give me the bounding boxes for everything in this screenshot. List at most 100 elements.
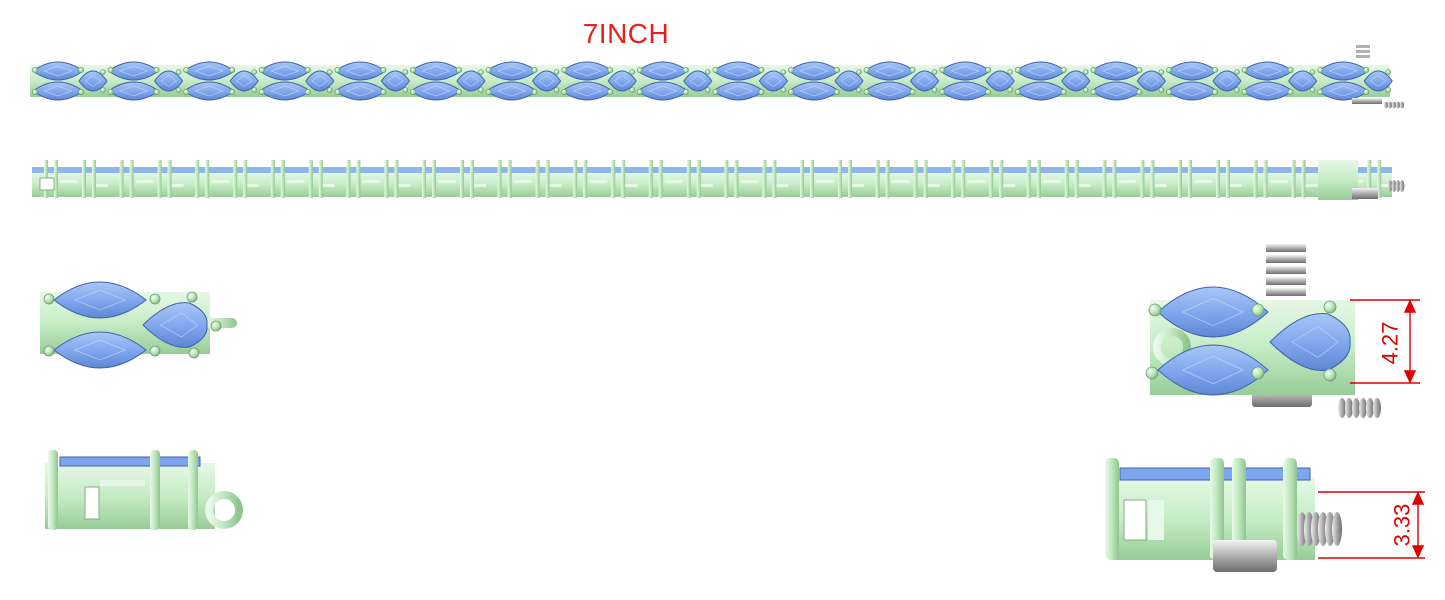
clasp-coil [1373, 398, 1381, 418]
link-side-view-detail [45, 450, 243, 530]
hinge-bar [171, 184, 184, 187]
clasp-coil [1332, 512, 1342, 546]
prong-bead [788, 89, 795, 96]
stone-facet [723, 85, 754, 97]
prong-bead [334, 67, 341, 74]
prong-post [422, 160, 426, 198]
prong-bead [455, 89, 462, 96]
prong-post [92, 160, 96, 198]
prong-post [1377, 160, 1382, 198]
prong-bead [1287, 67, 1294, 74]
prong-post [54, 160, 58, 198]
hinge-bar [1381, 184, 1394, 187]
prong-bead [1363, 67, 1370, 74]
prong-post [734, 160, 739, 198]
hinge-bar [740, 180, 759, 183]
prong-post [800, 160, 804, 198]
hinge-bar [438, 180, 456, 183]
prong-bead [149, 345, 161, 357]
prong-bead [1317, 67, 1324, 74]
clasp-part [1356, 55, 1370, 58]
prong-post [308, 160, 313, 198]
hinge-bar [1148, 500, 1164, 540]
prong-bead [1136, 89, 1143, 96]
prong-bead [183, 89, 190, 96]
marquise-stone [1287, 70, 1318, 92]
prong-post [1105, 458, 1119, 560]
clasp-coil [1304, 512, 1314, 546]
clasp-coil [1352, 398, 1360, 418]
stone-facet [84, 75, 102, 87]
prong-bead [863, 67, 870, 74]
prong-bead [531, 89, 538, 96]
clasp-coil [1325, 512, 1335, 546]
prong-bead [629, 87, 635, 93]
prong-post [507, 160, 512, 198]
stone-facet [421, 85, 451, 97]
prong-bead [1309, 69, 1316, 75]
prong-bead [304, 89, 311, 96]
prong-bead [712, 67, 719, 74]
prong-bead [258, 89, 265, 96]
prong-bead [985, 89, 992, 96]
clasp-coil [1311, 512, 1321, 546]
marquise-stone [229, 70, 259, 92]
prong-bead [758, 67, 765, 74]
stone-facet [874, 65, 905, 77]
stone-facet [43, 65, 73, 77]
prong-bead [380, 89, 387, 96]
prong-post [648, 160, 653, 198]
prong-bead [909, 67, 916, 74]
prong-post [838, 160, 842, 198]
prong-post [470, 160, 474, 198]
prong-bead [380, 67, 387, 74]
prong-bead [931, 87, 938, 93]
stone-facet [1218, 75, 1236, 87]
prong-bead [229, 89, 236, 96]
clasp-coil [1345, 398, 1353, 418]
marquise-stone [1136, 70, 1167, 92]
prong-bead [1060, 67, 1067, 74]
prong-bead [175, 87, 182, 93]
prong-bead [485, 67, 492, 74]
stone-facet [765, 75, 782, 87]
prong-post [270, 160, 275, 198]
clasp-side-view-detail [1105, 458, 1342, 572]
prong-post [658, 160, 663, 198]
prong-bead [704, 69, 711, 75]
prong-bead [258, 67, 265, 74]
hinge-bar [60, 180, 78, 183]
prong-post [1102, 160, 1107, 198]
clasp-coil [1399, 180, 1405, 192]
prong-post [999, 160, 1004, 198]
hinge-bar [474, 184, 486, 187]
stone-facet [723, 65, 754, 77]
clasp-part [1266, 266, 1306, 274]
clasp-part [1352, 98, 1382, 104]
stone-facet [950, 85, 980, 97]
hinge-bar [362, 180, 381, 183]
stone-facet [950, 65, 980, 77]
prong-bead [985, 67, 992, 74]
stone-facet [1294, 75, 1311, 87]
prong-bead [1083, 87, 1089, 93]
hinge-bar [1305, 184, 1318, 187]
hinge-bar [100, 480, 145, 486]
jump-ring [205, 491, 243, 529]
prong-bead [304, 67, 311, 74]
prong-bead [1083, 69, 1089, 75]
prong-bead [1007, 87, 1013, 93]
prong-bead [553, 69, 560, 75]
gap-shadow [1123, 499, 1147, 541]
prong-bead [561, 67, 568, 74]
prong-post [1178, 160, 1182, 198]
clasp-part [1266, 244, 1306, 252]
prong-bead [1385, 69, 1391, 75]
hinge-bar [1154, 184, 1167, 187]
prong-post [346, 160, 351, 198]
hinge-bar [625, 184, 638, 187]
prong-bead [183, 67, 190, 74]
stone-facet [1026, 85, 1056, 97]
stone-facet [1101, 65, 1132, 77]
